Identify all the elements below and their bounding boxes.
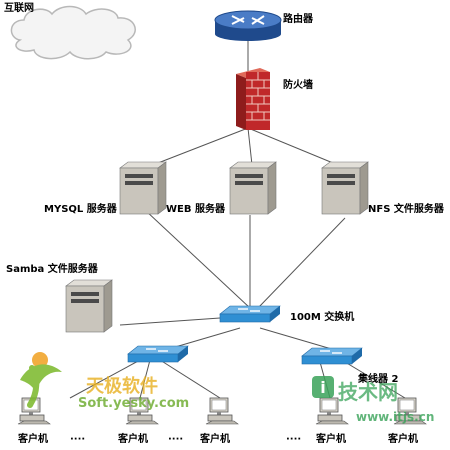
itjs-logo-icon: i	[312, 376, 334, 398]
mysql-server-label: MYSQL 服务器	[44, 204, 117, 215]
internet-label: 互联网	[4, 3, 34, 14]
hub-1-icon	[127, 345, 189, 363]
cable-hub1-client3	[159, 359, 221, 399]
client-1-label: 客户机	[18, 434, 48, 445]
ellipsis-1: ····	[70, 434, 86, 445]
web-server-label: WEB 服务器	[166, 204, 225, 215]
switch-100m-icon	[219, 305, 281, 323]
cable-samba-switch	[119, 317, 221, 326]
ellipsis-2: ····	[168, 434, 184, 445]
watermark-left-brand: 天极软件	[86, 376, 158, 397]
hub-2-icon	[301, 347, 363, 365]
mysql-server-icon	[119, 161, 167, 215]
samba-server-label: Samba 文件服务器	[6, 264, 98, 275]
switch-100m-label: 100M 交换机	[290, 312, 355, 323]
router-label: 路由器	[283, 14, 313, 25]
ellipsis-3: ····	[286, 434, 302, 445]
hub-2-label: 集线器 2	[358, 374, 399, 385]
svg-text:i: i	[320, 378, 325, 397]
cable-mysql-switch	[144, 209, 251, 309]
watermark-right-url: www.itjs.cn	[356, 410, 435, 424]
nfs-server-icon	[321, 161, 369, 215]
yesky-logo-icon	[20, 352, 62, 408]
nfs-server-label: NFS 文件服务器	[368, 204, 444, 215]
cable-firewall-web	[247, 127, 253, 166]
client-3-icon	[205, 397, 239, 425]
firewall-icon	[236, 68, 270, 130]
cable-switch-hub2	[259, 327, 336, 351]
client-3-label: 客户机	[200, 434, 230, 445]
samba-server-icon	[65, 279, 113, 333]
client-5-label: 客户机	[388, 434, 418, 445]
cable-hub1-client1	[69, 359, 141, 399]
client-4-label: 客户机	[316, 434, 346, 445]
web-server-icon	[229, 161, 277, 215]
watermark-left-url: Soft.yesky.com	[78, 396, 190, 411]
firewall-label: 防火墙	[283, 80, 313, 91]
router-icon	[214, 10, 282, 41]
client-2-label: 客户机	[118, 434, 148, 445]
cable-nfs-switch	[257, 217, 346, 309]
watermark-right-brand: 技术网	[338, 380, 398, 404]
cable-hub1-client2	[139, 359, 151, 399]
cable-hub2-client5	[344, 361, 406, 399]
internet-cloud-icon	[10, 5, 136, 60]
